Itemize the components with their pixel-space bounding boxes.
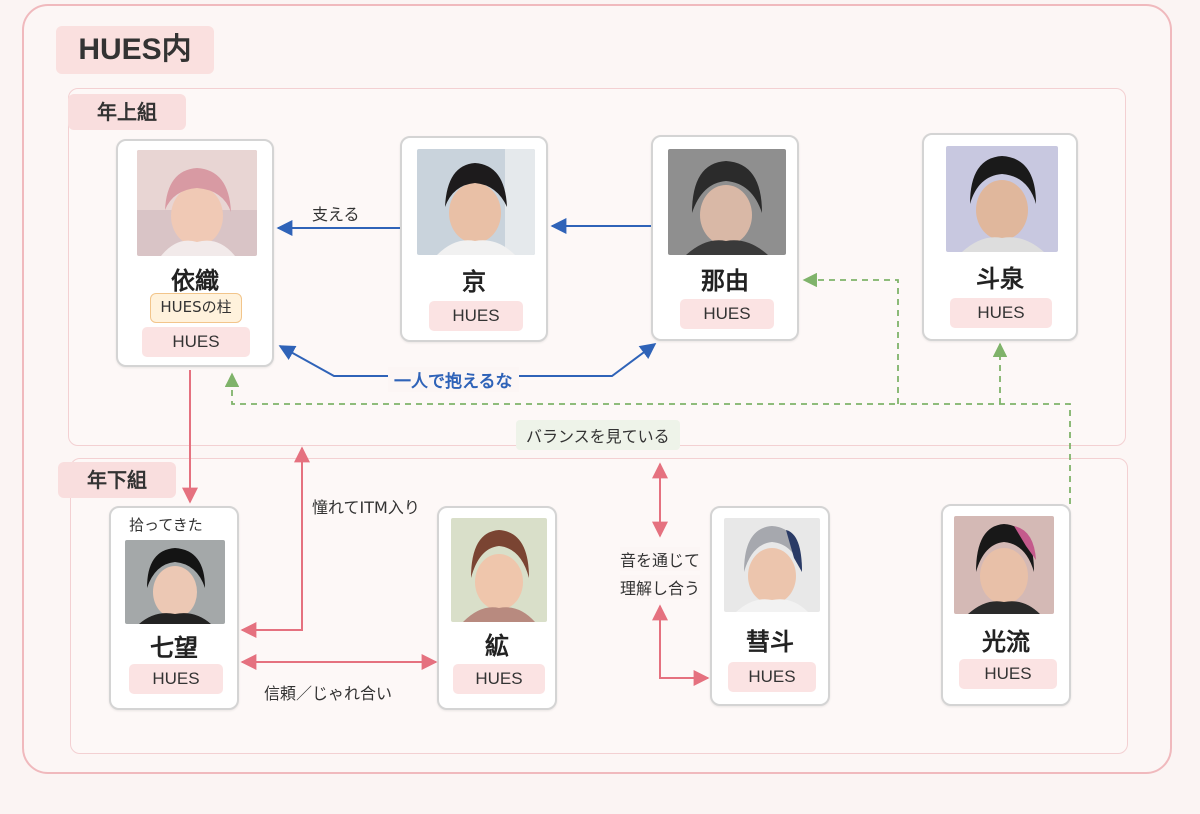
member-photo-gen	[451, 518, 547, 622]
member-name-iori: 依織	[171, 267, 219, 295]
hues-badge-nanami: HUES	[129, 664, 223, 694]
label-dont-carry-alone: 一人で抱えるな	[388, 367, 519, 392]
label-support: 支える	[312, 205, 360, 224]
hues-badge-gen: HUES	[453, 664, 545, 694]
member-card-tosen[interactable]: 斗泉 HUES	[922, 133, 1078, 341]
junior-group-label: 年下組	[58, 462, 176, 498]
diagram-title: HUES内	[56, 26, 214, 74]
member-name-gen: 絋	[485, 632, 509, 660]
hues-badge-koryu: HUES	[959, 659, 1057, 689]
label-watching-balance: バランスを見ている	[516, 420, 680, 450]
label-admire-join: 憧れてITM入り	[312, 498, 420, 517]
member-card-koryu[interactable]: 光流 HUES	[941, 504, 1071, 706]
hues-badge-kyo: HUES	[429, 301, 523, 331]
member-name-tosen: 斗泉	[976, 265, 1024, 293]
role-badge-iori: HUESの柱	[150, 293, 242, 323]
member-photo-nayu	[668, 149, 786, 255]
member-card-nanami[interactable]: 拾ってきた 七望 HUES	[109, 506, 239, 710]
member-photo-tosen	[946, 146, 1058, 252]
note-nanami: 拾ってきた	[129, 516, 203, 534]
member-card-kyo[interactable]: 京 HUES	[400, 136, 548, 342]
label-through-sound-2: 理解し合う	[620, 575, 701, 599]
member-card-iori[interactable]: 依織 HUESの柱 HUES	[116, 139, 274, 367]
label-through-sound-1: 音を通じて	[620, 547, 701, 571]
label-trust-banter: 信頼／じゃれ合い	[264, 684, 393, 703]
member-name-nanami: 七望	[150, 634, 198, 662]
member-name-koryu: 光流	[982, 628, 1030, 656]
member-name-keito: 彗斗	[746, 628, 794, 656]
member-photo-keito	[724, 518, 820, 612]
member-photo-koryu	[954, 516, 1054, 614]
member-photo-iori	[137, 150, 257, 256]
member-photo-nanami	[125, 540, 225, 624]
hues-badge-tosen: HUES	[950, 298, 1052, 328]
member-card-keito[interactable]: 彗斗 HUES	[710, 506, 830, 706]
member-card-gen[interactable]: 絋 HUES	[437, 506, 557, 710]
member-card-nayu[interactable]: 那由 HUES	[651, 135, 799, 341]
hues-badge-iori: HUES	[142, 327, 250, 357]
member-photo-kyo	[417, 149, 535, 255]
member-name-kyo: 京	[462, 268, 486, 296]
member-name-nayu: 那由	[701, 267, 749, 295]
hues-badge-nayu: HUES	[680, 299, 774, 329]
hues-badge-keito: HUES	[728, 662, 816, 692]
senior-group-label: 年上組	[68, 94, 186, 130]
